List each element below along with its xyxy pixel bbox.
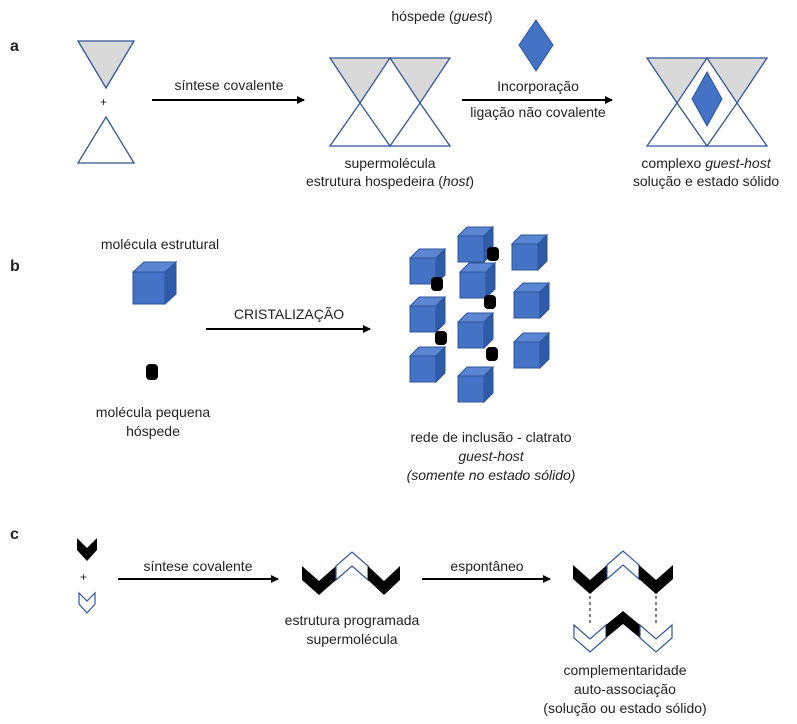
structural-molecule-cube bbox=[131, 260, 178, 306]
arrow-label-crystallization: CRISTALIZAÇÃO bbox=[233, 306, 345, 322]
clathrate-network bbox=[408, 225, 551, 404]
panel-letter-a: a bbox=[10, 38, 19, 55]
guest-molecule bbox=[486, 347, 498, 361]
complex-label-line1: complexo guest-host bbox=[641, 155, 771, 171]
host-cube bbox=[456, 365, 495, 404]
small-guest-molecule bbox=[146, 364, 158, 380]
guest-label: hóspede (guest) bbox=[391, 8, 493, 24]
arrow-label-incorporation: Incorporação bbox=[497, 78, 579, 94]
arrow-label-synthesis-c: síntese covalente bbox=[143, 558, 253, 574]
host-structure bbox=[328, 57, 452, 147]
structural-molecule-label: molécula estrutural bbox=[100, 236, 220, 252]
guest-diamond bbox=[518, 19, 554, 72]
programmed-structure bbox=[302, 551, 400, 595]
small-molecule-label-line1: molécula pequena bbox=[95, 404, 211, 420]
guest-molecule bbox=[484, 295, 496, 309]
host-cube bbox=[510, 233, 549, 272]
clathrate-label-line2: guest-host bbox=[458, 448, 524, 464]
host-cube bbox=[458, 261, 497, 300]
host-cube bbox=[512, 281, 551, 320]
arrow-label-noncovalent: ligação não covalente bbox=[470, 104, 606, 120]
guest-molecule bbox=[435, 331, 447, 345]
programmed-label-line1: estrutura programada bbox=[284, 612, 420, 628]
guest-molecule bbox=[431, 277, 443, 291]
guest-molecule bbox=[487, 247, 499, 261]
complementarity-label-line1: complementaridade bbox=[563, 662, 687, 678]
clathrate-label-line1: rede de inclusão - clatrato bbox=[410, 429, 572, 445]
complementarity-label-line3: (solução ou estado sólido) bbox=[543, 700, 707, 716]
host-label-line1: supermolécula bbox=[344, 155, 436, 171]
arrow-label-spontaneous: espontâneo bbox=[450, 558, 524, 574]
panel-letter-b: b bbox=[10, 258, 20, 275]
inverted-triangle-block bbox=[76, 40, 136, 90]
host-cube bbox=[512, 331, 551, 370]
plus-sign-a: + bbox=[100, 95, 108, 109]
host-cube bbox=[408, 247, 447, 286]
host-cube bbox=[408, 295, 447, 334]
arrow-label-synthesis-a: síntese covalente bbox=[174, 77, 284, 93]
triangle-block bbox=[76, 115, 136, 164]
self-association-assembly bbox=[573, 550, 673, 653]
host-label-line2: estrutura hospedeira (host) bbox=[305, 173, 475, 189]
plus-sign-c: + bbox=[80, 570, 88, 584]
complementarity-label-line2: auto-associação bbox=[574, 681, 676, 697]
panel-letter-c: c bbox=[10, 526, 19, 543]
host-cube bbox=[456, 311, 495, 350]
programmed-label-line2: supermolécula bbox=[306, 631, 398, 647]
clathrate-label-line3: (somente no estado sólido) bbox=[406, 467, 576, 483]
guest-host-complex bbox=[645, 57, 769, 147]
black-chevron-block bbox=[77, 538, 97, 561]
host-cube bbox=[408, 345, 447, 384]
white-chevron-block bbox=[78, 591, 96, 614]
complex-label-line2: solução e estado sólido bbox=[632, 173, 780, 189]
small-molecule-label-line2: hóspede bbox=[126, 423, 180, 439]
